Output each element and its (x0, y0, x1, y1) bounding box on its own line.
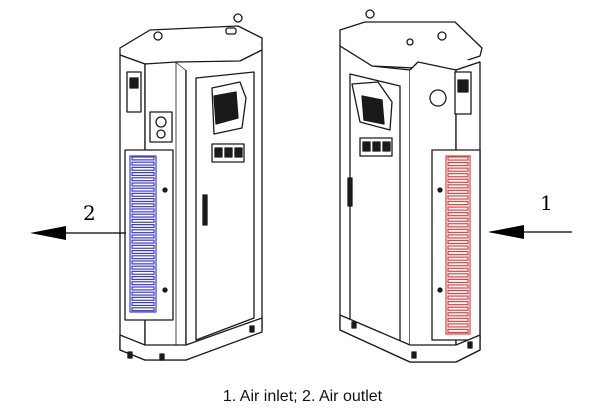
vent-slat (131, 198, 155, 203)
air-outlet-arrow (30, 226, 126, 240)
vent-slat (131, 270, 155, 275)
vent-slat (131, 239, 155, 244)
vent-slat (447, 173, 469, 178)
vent-slat (131, 265, 155, 270)
vent-slat (131, 229, 155, 234)
air-inlet-arrow (488, 225, 572, 239)
vent-slat (131, 291, 155, 296)
vent-slat (131, 281, 155, 286)
vent-slat (447, 206, 469, 211)
vent-slat (131, 255, 155, 260)
vent-slat (131, 203, 155, 208)
callout-2-label: 2 (83, 201, 96, 225)
vent-slat (447, 273, 469, 278)
vent-frame (445, 155, 471, 335)
vent-slat (131, 224, 155, 229)
vent-slat (447, 250, 469, 256)
vent-slat (447, 306, 469, 311)
vent-slat (131, 244, 155, 249)
vent-slat (131, 192, 155, 197)
vent-slat (131, 218, 155, 223)
vent-slat (131, 234, 155, 239)
vent-slat (447, 245, 469, 250)
vent-slat (131, 302, 155, 307)
vent-slat (447, 284, 469, 289)
vent-slat (447, 161, 469, 167)
vent-slat (447, 278, 469, 284)
vent-slat (447, 234, 469, 239)
vent-slat (131, 161, 155, 166)
vent-slat (447, 312, 469, 317)
vent-slat (447, 301, 469, 306)
vent-slat (447, 189, 469, 195)
vent-slat (131, 307, 155, 312)
vent-slat (447, 267, 469, 272)
vent-slat (131, 187, 155, 192)
vent-slat (447, 295, 469, 300)
vent-slat (447, 195, 469, 200)
callout-1-label: 1 (540, 191, 553, 215)
vent-slat (447, 200, 469, 206)
vent-slat (131, 296, 155, 301)
vent-slat (447, 289, 469, 295)
vent-slat (131, 156, 155, 161)
vent-slat (447, 328, 469, 334)
vent-slat (131, 260, 155, 265)
vent-frame (129, 155, 157, 313)
vent-slat (131, 172, 155, 177)
figure-caption: 1. Air inlet; 2. Air outlet (222, 388, 383, 405)
vent-slat (447, 156, 469, 161)
right-charger-cabinet (339, 9, 483, 363)
vent-slat (131, 182, 155, 187)
vent-slat (131, 166, 155, 171)
vent-slat (447, 223, 469, 228)
vent-slat (447, 239, 469, 245)
vent-slat (447, 323, 469, 328)
vent-slat (447, 262, 469, 267)
vent-slat (447, 184, 469, 189)
vent-slat (447, 228, 469, 233)
vent-slat (447, 217, 469, 222)
vent-slat (447, 212, 469, 217)
air-outlet-vent (129, 155, 157, 313)
vent-slat (131, 276, 155, 281)
vent-slat (447, 178, 469, 183)
vent-slat (131, 250, 155, 255)
vent-slat (131, 286, 155, 291)
vent-slat (131, 177, 155, 182)
vent-slat (131, 213, 155, 218)
vent-slat (447, 256, 469, 261)
air-inlet-vent (445, 155, 471, 335)
vent-slat (447, 317, 469, 322)
vent-slat (447, 167, 469, 172)
vent-slat (131, 208, 155, 213)
